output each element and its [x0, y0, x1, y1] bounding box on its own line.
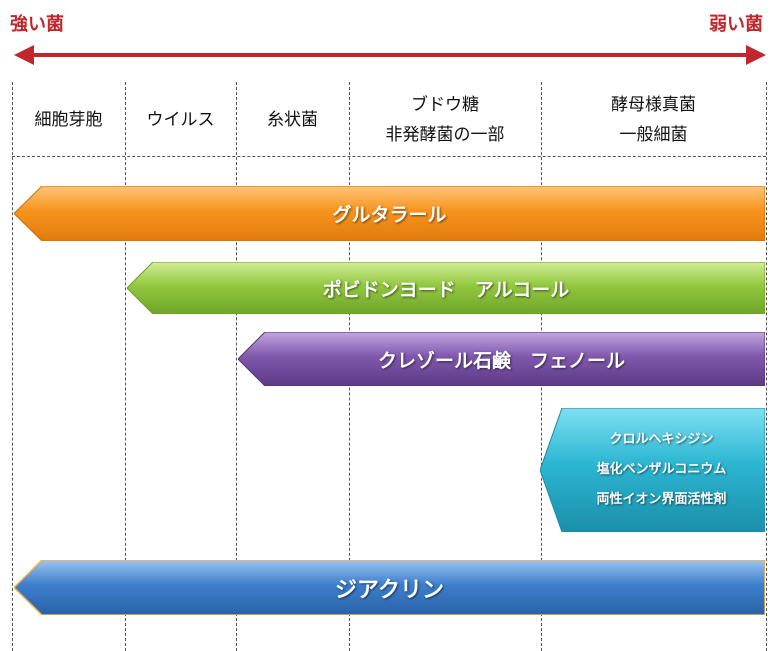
column-header-line: 細胞芽胞	[34, 110, 103, 130]
band-glutaral: グルタラール	[14, 186, 765, 241]
band-cresol-label: クレゾール石鹸 フェノール	[377, 349, 625, 372]
column-header-spores: 細胞芽胞	[12, 90, 125, 150]
band-povidone-label: ポビドンヨード アルコール	[322, 278, 570, 301]
column-header-fungi: 糸状菌	[236, 90, 349, 150]
grid-line-1	[125, 82, 126, 651]
column-header-line: ウイルス	[146, 110, 215, 130]
column-header-virus: ウイルス	[125, 90, 236, 150]
band-cresol-phenol: クレゾール石鹸 フェノール	[238, 332, 765, 386]
band-glutaral-arrow-shape	[14, 186, 765, 241]
column-header-line: ブドウ糖	[411, 95, 479, 115]
band-diacrine: ジアクリン	[14, 560, 765, 615]
band-cresol-arrow-shape	[238, 332, 765, 386]
grid-line-5	[766, 82, 767, 651]
weak-bacteria-label: 弱い菌	[709, 14, 763, 35]
column-header-line: 酵母様真菌	[611, 95, 696, 115]
column-header-glucose-nonfermenters: ブドウ糖 非発酵菌の一部	[349, 90, 541, 150]
column-header-line: 糸状菌	[267, 110, 318, 130]
grid-line-2	[236, 82, 237, 651]
band-glutaral-label: グルタラール	[332, 204, 447, 226]
band-povidone-arrow-shape	[127, 262, 765, 314]
band-chlorhexidine-labels: クロルヘキシジン 塩化ベンザルコニウム 両性イオン界面活性剤	[578, 425, 726, 515]
band-povidone-alcohol: ポビドンヨード アルコール	[127, 262, 765, 314]
column-header-line: 非発酵菌の一部	[385, 125, 505, 145]
band-diacrine-label: ジアクリン	[335, 577, 444, 603]
band-chlorhexidine-group: クロルヘキシジン 塩化ベンザルコニウム 両性イオン界面活性剤	[540, 408, 765, 532]
band-chlorhexidine-arrow-shape	[540, 408, 765, 532]
column-header-line: 一般細菌	[619, 125, 688, 145]
band-benzalkonium-label: 塩化ベンザルコニウム	[596, 462, 727, 477]
grid-line-0	[12, 82, 13, 651]
band-diacrine-arrow-shape	[14, 560, 765, 615]
header-divider	[12, 156, 766, 157]
scale-arrow	[14, 45, 766, 65]
band-amphoteric-surfactant-label: 両性イオン界面活性剤	[596, 492, 727, 507]
band-chlorhexidine-label: クロルヘキシジン	[609, 432, 714, 447]
column-header-yeast-bacteria: 酵母様真菌 一般細菌	[541, 90, 766, 150]
strong-bacteria-label: 強い菌	[10, 14, 64, 35]
